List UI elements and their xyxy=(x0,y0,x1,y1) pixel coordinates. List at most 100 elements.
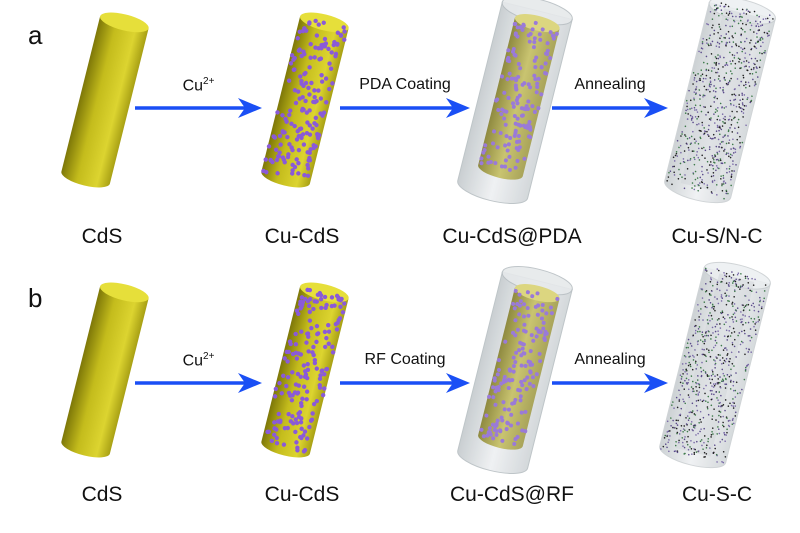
cu-dot xyxy=(544,71,549,76)
cu-dot xyxy=(529,333,534,338)
cu-s-dot xyxy=(726,349,728,351)
stage-object-0-0 xyxy=(61,12,149,188)
cu-s-dot xyxy=(734,148,737,151)
cu-s-dot xyxy=(734,32,737,35)
cu-s-dot xyxy=(680,424,683,427)
cu-s-dot xyxy=(691,182,694,184)
cu-s-dot xyxy=(728,275,731,278)
cu-s-dot xyxy=(689,355,691,358)
cu-s-dot xyxy=(741,98,744,101)
cu-s-dot xyxy=(714,383,717,385)
cu-s-dot xyxy=(730,123,733,126)
cu-s-dot xyxy=(713,29,716,32)
cu-s-dot xyxy=(739,343,742,346)
cu-dot xyxy=(531,338,536,343)
cu-s-dot xyxy=(707,349,710,352)
cu-s-dot xyxy=(743,94,746,96)
cu-s-dot xyxy=(723,107,726,109)
cu-s-dot xyxy=(695,400,698,402)
cu-s-dot xyxy=(720,394,722,397)
cu-s-dot xyxy=(748,348,750,350)
cu-s-dot xyxy=(678,146,680,149)
step-text: Annealing xyxy=(574,351,646,368)
cu-dot xyxy=(517,292,522,297)
cu-s-dot xyxy=(688,361,691,364)
cu-s-dot xyxy=(712,133,715,136)
cu-dot xyxy=(330,81,335,86)
cu-dot xyxy=(518,394,523,399)
cu-s-dot xyxy=(714,95,717,98)
cu-s-dot xyxy=(772,18,774,20)
cu-dot xyxy=(318,373,323,378)
cu-s-dot xyxy=(741,8,744,11)
cu-s-dot xyxy=(711,349,713,352)
cu-dot xyxy=(291,67,297,73)
cu-dot xyxy=(515,139,520,144)
cu-dot xyxy=(289,121,294,126)
cu-s-dot xyxy=(709,42,712,45)
cu-s-dot xyxy=(714,90,717,93)
cu-dot xyxy=(519,379,524,384)
cu-s-dot xyxy=(697,394,699,396)
cu-s-dot xyxy=(722,372,725,375)
cu-dot xyxy=(276,154,282,159)
cu-s-dot xyxy=(673,426,675,429)
cu-dot xyxy=(526,106,531,111)
cu-dot xyxy=(311,99,316,105)
cu-s-dot xyxy=(693,325,696,328)
cu-s-dot xyxy=(690,447,693,450)
cu-s-dot xyxy=(748,85,751,87)
cu-s-dot xyxy=(729,419,731,422)
cu-s-dot xyxy=(744,52,747,54)
cu-s-dot xyxy=(706,444,708,447)
cu-dot xyxy=(292,390,298,395)
cu-s-dot xyxy=(713,62,716,64)
cu-dot xyxy=(296,48,302,53)
cu-s-dot xyxy=(703,353,705,356)
cu-s-dot xyxy=(723,432,725,434)
cu-s-dot xyxy=(678,400,681,402)
cu-s-dot xyxy=(693,79,696,81)
cu-s-dot xyxy=(698,391,701,393)
cu-s-dot xyxy=(708,378,711,380)
cu-s-dot xyxy=(730,119,733,121)
cu-dot xyxy=(342,37,347,42)
cu-s-dot xyxy=(695,385,697,388)
cu-s-dot xyxy=(726,19,729,21)
cu-s-dot xyxy=(704,305,707,308)
cu-s-dot xyxy=(684,355,687,358)
cu-s-dot xyxy=(695,368,698,370)
cu-s-dot xyxy=(719,441,722,443)
cu-s-dot xyxy=(768,21,771,23)
cu-dot xyxy=(522,322,527,327)
cu-s-dot xyxy=(693,91,696,93)
cu-dot xyxy=(317,376,323,381)
cu-s-dot xyxy=(741,22,744,25)
cu-s-dot xyxy=(755,25,757,27)
cu-s-dot xyxy=(682,373,684,375)
cu-dot xyxy=(535,291,540,296)
cu-dot xyxy=(322,372,327,377)
cu-s-dot xyxy=(739,19,742,22)
cu-s-dot xyxy=(693,441,695,444)
cu-dot xyxy=(324,100,329,105)
cu-s-dot xyxy=(673,407,675,409)
cu-dot xyxy=(320,113,325,118)
cu-dot xyxy=(316,88,321,93)
cu-s-dot xyxy=(718,75,720,77)
cu-s-dot xyxy=(703,301,706,303)
cu-dot xyxy=(507,167,512,172)
cu-dot xyxy=(274,435,279,441)
cu-dot xyxy=(503,164,508,169)
cu-dot xyxy=(512,76,517,81)
cu-s-dot xyxy=(718,42,721,45)
cu-dot xyxy=(295,445,300,450)
cu-s-dot xyxy=(696,364,699,366)
cu-dot xyxy=(499,164,504,169)
cu-s-dot xyxy=(706,184,709,186)
cu-s-dot xyxy=(727,314,729,316)
cu-s-dot xyxy=(732,417,734,420)
cu-dot xyxy=(298,74,303,79)
cu-s-dot xyxy=(729,70,732,72)
cu-s-dot xyxy=(734,67,737,70)
